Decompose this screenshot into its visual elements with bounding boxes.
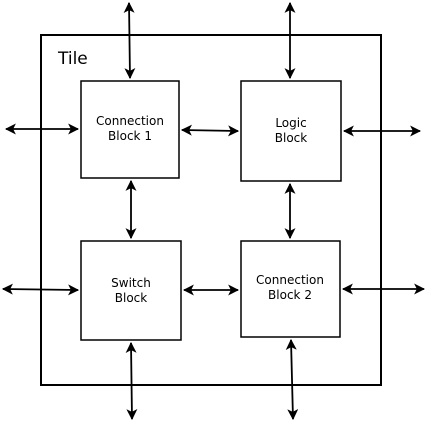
connection-block-2-label-line1: Connection (256, 273, 324, 287)
connection-block-1: Connection Block 1 (80, 80, 180, 179)
arrow-top-cb1 (123, 1, 136, 80)
switch-block-label-line2: Block (115, 291, 148, 305)
connection-block-2: Connection Block 2 (240, 240, 341, 338)
arrow-bottom-switch (125, 341, 138, 421)
tile-label: Tile (57, 49, 88, 69)
logic-block-label-line1: Logic (275, 116, 306, 130)
switch-block: Switch Block (80, 240, 182, 341)
logic-block: Logic Block (240, 80, 342, 182)
connection-block-1-label-line2: Block 1 (108, 129, 152, 143)
tile-boundary (40, 34, 382, 386)
connection-block-2-label-line2: Block 2 (268, 288, 312, 302)
logic-block-label-line2: Block (275, 131, 308, 145)
switch-block-label-line1: Switch (111, 276, 151, 290)
arrow-cb1-logic (180, 124, 240, 137)
arrow-left-switch (1, 283, 80, 296)
connection-block-1-label-line1: Connection (96, 114, 164, 128)
arrow-bottom-cb2 (285, 338, 299, 421)
